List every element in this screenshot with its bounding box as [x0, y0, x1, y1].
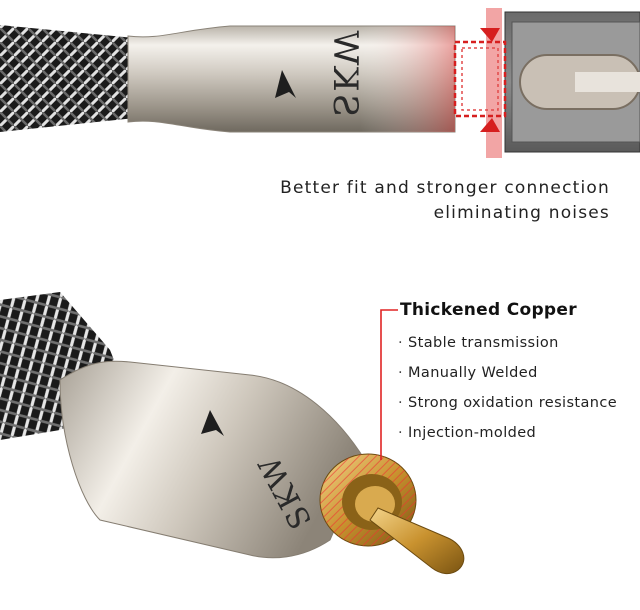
list-item: ·Stable transmission: [398, 335, 559, 351]
arrow-logo-bottom-icon: [201, 410, 224, 436]
fit-arrow-icon: [480, 28, 500, 42]
list-item: ·Injection-molded: [398, 425, 537, 441]
braided-cable-top: [0, 25, 135, 132]
arrow-logo-icon: [275, 70, 296, 98]
list-item: ·Manually Welded: [398, 365, 538, 381]
caption-line-2: eliminating noises: [433, 203, 610, 223]
red-glow-top: [360, 26, 455, 132]
top-connector-illustration: [0, 8, 640, 158]
metal-housing-bottom: [59, 360, 366, 559]
caption-fit: Better fit and stronger connection elimi…: [280, 176, 610, 226]
rca-plug-illustration: [0, 292, 465, 575]
caption-line-1: Better fit and stronger connection: [280, 178, 610, 198]
fit-outline: [453, 40, 507, 118]
callout-line: [380, 309, 398, 460]
feature-list: ·Stable transmission ·Manually Welded ·S…: [398, 333, 617, 453]
top-logo-text: SKW: [325, 28, 365, 117]
gold-pin: [369, 507, 465, 575]
list-item: ·Strong oxidation resistance: [398, 395, 618, 411]
feature-title: Thickened Copper: [400, 300, 577, 320]
